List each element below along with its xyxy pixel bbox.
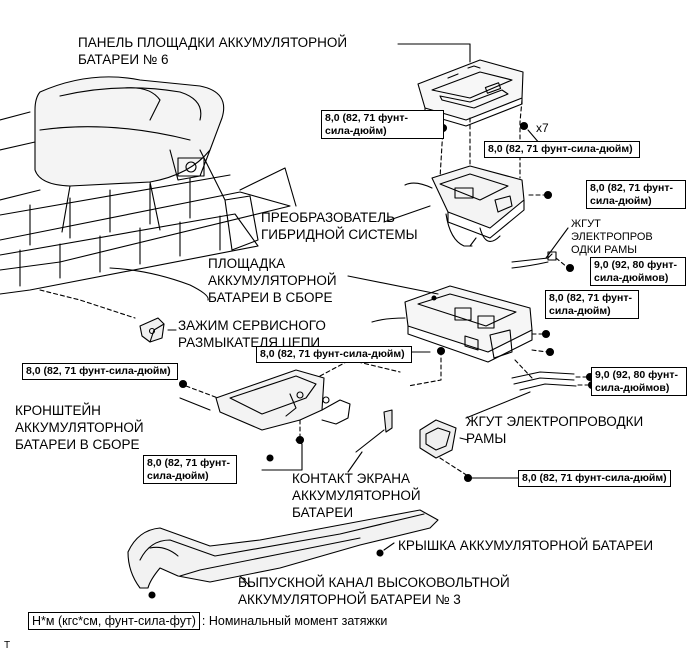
leader-tray-assembly [347, 275, 439, 295]
leader-converter [383, 205, 431, 223]
label-service-plug-clamp: ЗАЖИМ СЕРВИСНОГО РАЗМЫКАТЕЛЯ ЦЕПИ [178, 318, 326, 350]
dashed-line [531, 349, 548, 353]
leader-battery-cover-2 [383, 542, 395, 551]
bolt-group-top [438, 121, 529, 133]
label-frame-wire-upper: ЖГУТ ЭЛЕКТРОПРОВ ОДКИ РАМЫ [571, 218, 653, 256]
converter-part [404, 165, 525, 247]
bolt [376, 549, 384, 557]
torque-box: 8,0 (82, 71 фунт- сила-дюйм) [586, 180, 686, 209]
label-battery-cover: КРЫШКА АККУМУЛЯТОРНОЙ БАТАРЕИ [398, 538, 654, 553]
legend-description: : Номинальный момент затяжки [201, 614, 388, 628]
label-exhaust-duct: ВЫПУСКНОЙ КАНАЛ ВЫСОКОВОЛЬТНОЙ АККУМУЛЯТ… [238, 575, 510, 607]
frame-wire-upper-part [511, 251, 575, 273]
battery-cover-part [419, 419, 457, 459]
shield-contact-part [355, 409, 393, 453]
torque-box: 8,0 (82, 71 фунт- сила-дюйм) [545, 290, 639, 319]
torque-legend: Н*м (кгс*см, фунт-сила-фут): Номинальный… [28, 612, 388, 630]
torque-box: 8,0 (82, 71 фунт-сила-дюйм) [484, 141, 640, 158]
frame-wire-lower-part [511, 359, 597, 391]
label-frame-wire-lower: ЖГУТ ЭЛЕКТРОПРОВОДКИ РАМЫ [466, 414, 644, 446]
vehicle-body-illustration [0, 76, 297, 319]
label-tray-assembly: ПЛОЩАДКА АККУМУЛЯТОРНОЙ БАТАРЕИ В СБОРЕ [208, 256, 337, 305]
dashed-line [439, 457, 469, 477]
leader-bracket [179, 397, 211, 411]
leader-battery-cover [459, 437, 469, 441]
torque-box: 8,0 (82, 71 фунт-сила-дюйм) [256, 346, 412, 363]
leader-shield-contact [347, 451, 363, 473]
legend-unit-box: Н*м (кгс*см, фунт-сила-фут) [28, 612, 200, 630]
leader-frame-wire-upper [545, 227, 569, 259]
dashed-line [319, 359, 401, 377]
tray-assembly-part [371, 285, 533, 363]
torque-box: 8,0 (82, 71 фунт- сила-дюйм) [143, 455, 237, 484]
dashed-line [407, 350, 442, 387]
torque-box: 9,0 (92, 80 фунт- сила-дюймов) [591, 367, 687, 396]
torque-box: 8,0 (82, 71 фунт- сила-дюйм) [321, 110, 444, 139]
torque-box: 8,0 (82, 71 фунт-сила-дюйм) [518, 470, 671, 487]
label-converter: ПРЕОБРАЗОВАТЕЛЬ ГИБРИДНОЙ СИСТЕМЫ [261, 210, 418, 242]
dashed-line [185, 385, 219, 399]
dashed-line [519, 99, 523, 179]
label-tray-panel: ПАНЕЛЬ ПЛОЩАДКИ АККУМУЛЯТОРНОЙ БАТАРЕИ №… [78, 35, 348, 67]
exhaust-duct-part [127, 509, 439, 589]
torque-box: 9,0 (92, 80 фунт- сила-дюймов) [590, 257, 686, 286]
label-bracket: КРОНШТЕЙН АККУМУЛЯТОРНОЙ БАТАРЕИ В СБОРЕ [15, 403, 144, 452]
bolt [148, 591, 156, 599]
torque-box: 8,0 (82, 71 фунт-сила-дюйм) [22, 363, 178, 380]
label-shield-contact: КОНТАКТ ЭКРАНА АККУМУЛЯТОРНОЙ БАТАРЕИ [292, 471, 421, 520]
corner-mark: T [4, 640, 11, 651]
leader-torque-bracket [261, 439, 303, 471]
bracket-part [215, 369, 351, 431]
service-plug-clamp-part [139, 317, 165, 343]
leader-frame-wire-lower [465, 391, 531, 419]
quantity-marker: x7 [536, 121, 549, 135]
tray-panel-part [417, 59, 524, 127]
leader-exhaust-duct [239, 575, 251, 587]
